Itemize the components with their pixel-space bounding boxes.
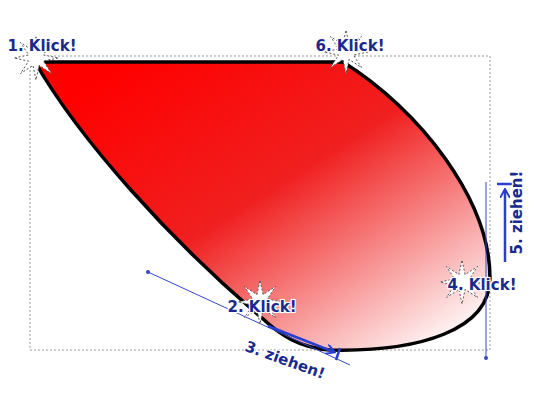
step-label: 1. Klick! xyxy=(8,39,77,54)
step-label: 4. Klick! xyxy=(448,278,517,293)
handle-point xyxy=(484,356,488,360)
step-label: 5. ziehen! xyxy=(511,170,526,254)
drag-arrow-stop xyxy=(336,348,340,360)
drag-arrow xyxy=(268,326,334,352)
bounding-box xyxy=(30,56,490,350)
drag-arrow xyxy=(504,190,507,262)
handle-point xyxy=(146,270,150,274)
bezier-shape xyxy=(35,62,490,350)
handle-line xyxy=(486,182,487,358)
step-label: 2. Klick! xyxy=(228,300,297,315)
step-label: 6. Klick! xyxy=(316,39,385,54)
